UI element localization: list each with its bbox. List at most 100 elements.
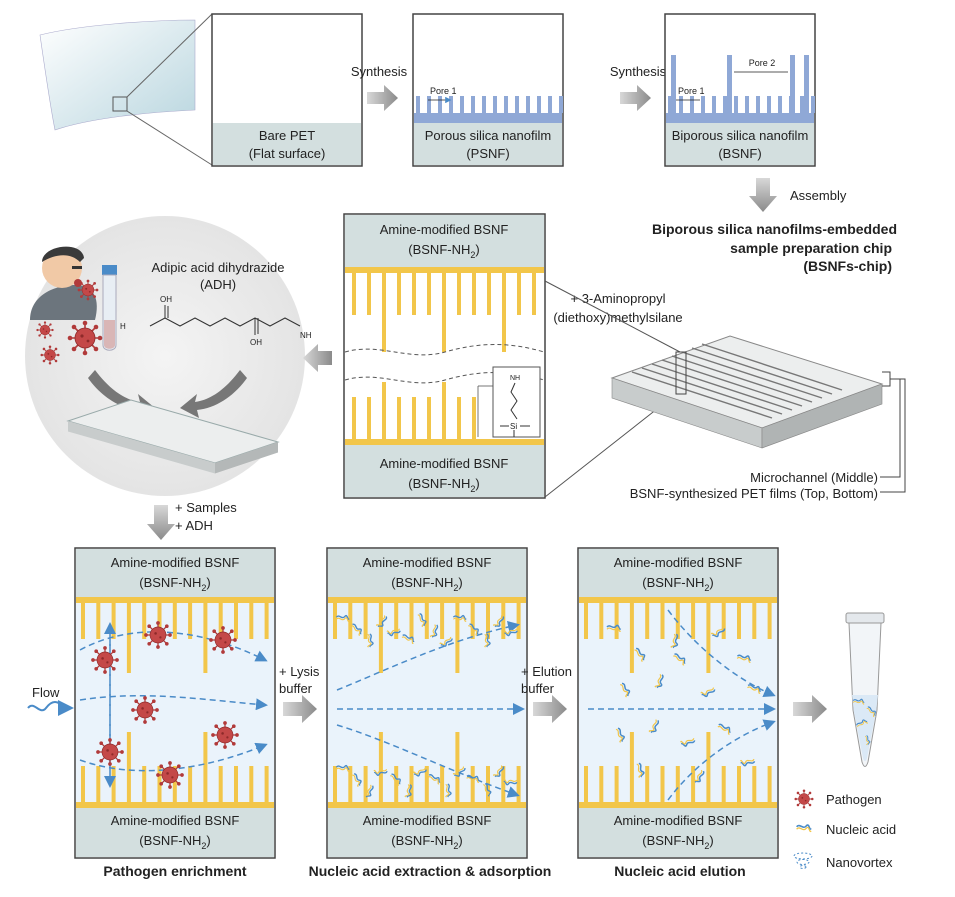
amine-pore-wall	[629, 603, 634, 673]
amine-pore-wall	[660, 766, 665, 802]
amine-pore-wall	[397, 273, 401, 315]
panel-bottom-sublabel: (BSNF-NH2)	[139, 833, 210, 851]
amine-pore-wall	[367, 273, 371, 315]
amine-pore-wall	[455, 603, 460, 673]
flow-wave	[27, 700, 74, 716]
amine-pore-wall	[203, 603, 208, 673]
amine-pore-wall	[363, 603, 368, 639]
amine-pore-wall	[348, 603, 353, 639]
amine-bottom-label: Amine-modified BSNF	[380, 456, 509, 471]
amine-pore-wall	[249, 766, 254, 802]
amine-pore-wall	[584, 766, 588, 802]
sample-tube-icon	[102, 265, 117, 351]
pore-wall	[690, 96, 694, 113]
adh-name: Adipic acid dihydrazide	[152, 260, 285, 275]
pore-wall	[559, 96, 563, 113]
amine-pore-wall	[706, 603, 711, 673]
pet-films-label: BSNF-synthesized PET films (Top, Bottom)	[630, 486, 878, 501]
bare-pet-sublabel: (Flat surface)	[249, 146, 326, 161]
amine-pore-wall	[412, 273, 416, 315]
microchannel-line	[691, 347, 833, 395]
amine-pore-wall	[767, 603, 772, 639]
amine-top-sublabel: (BSNF-NH2)	[408, 242, 479, 260]
amine-pore-wall	[455, 732, 460, 802]
adh-abbrev: (ADH)	[200, 277, 236, 292]
amine-pore-wall	[502, 273, 506, 353]
amine-pore-wall	[675, 766, 680, 802]
pathogen-icon	[143, 620, 173, 650]
amine-pore-wall	[96, 603, 101, 639]
assembly-label: Assembly	[790, 188, 847, 203]
collection-tube-icon	[845, 612, 885, 767]
amine-pore-wall	[394, 766, 399, 802]
amine-pore-wall	[234, 603, 238, 639]
microchannel-label: Microchannel (Middle)	[750, 470, 878, 485]
flow-arrow	[79, 694, 268, 711]
microchannel-line	[631, 371, 773, 419]
amine-pore-wall	[382, 359, 386, 439]
pore-wall	[723, 96, 727, 113]
pet-film-sheet	[39, 13, 213, 166]
flow-arrow	[79, 631, 268, 662]
amine-pore-wall	[517, 273, 521, 315]
panel-bottom-sublabel: (BSNF-NH2)	[391, 833, 462, 851]
amine-pore-wall	[457, 273, 461, 315]
pore-wall	[537, 96, 541, 113]
pore-wall	[504, 96, 508, 113]
amine-pore-wall	[427, 273, 431, 315]
arrow-to-adh	[303, 344, 332, 372]
amine-pore-wall	[81, 766, 85, 802]
pore-wall	[734, 96, 738, 113]
panel-top-sublabel: (BSNF-NH2)	[391, 575, 462, 593]
amine-pore-wall	[470, 766, 475, 802]
bsnf-panel: Pore 2 Pore 1 Biporous silica nanofilm (…	[664, 13, 816, 167]
bsnf-label: Biporous silica nanofilm	[672, 128, 809, 143]
panel-bottom-sublabel: (BSNF-NH2)	[642, 833, 713, 851]
svg-text:Si: Si	[510, 422, 517, 431]
amine-pore-wall	[584, 603, 588, 639]
elution-arrow	[533, 695, 567, 723]
pore-wall	[493, 96, 497, 113]
amine-pore-wall	[427, 397, 431, 439]
amine-pore-wall	[691, 603, 696, 639]
panel-bottom-label: Amine-modified BSNF	[111, 813, 240, 828]
process-panel-2: Amine-modified BSNF(BSNF-NH2)Amine-modif…	[326, 547, 528, 859]
microchannel-line	[671, 355, 813, 403]
pore-wall	[482, 96, 486, 113]
caption-elution: Nucleic acid elution	[614, 863, 745, 879]
amine-bsnf-panel: Amine-modified BSNF (BSNF-NH2) Amine-mod…	[343, 213, 546, 499]
psnf-sublabel: (PSNF)	[466, 146, 509, 161]
pore-wall	[811, 96, 815, 113]
pathogen-icon	[155, 760, 185, 790]
pore-wall	[427, 96, 431, 113]
microchannel-line	[661, 359, 803, 407]
legend-nanovortex-icon	[793, 852, 813, 869]
amine-pore-wall	[157, 603, 162, 639]
amine-pore-wall	[378, 603, 383, 673]
amine-pore-wall	[394, 603, 399, 639]
amine-pore-wall	[424, 603, 429, 639]
caption-pathogen-enrichment: Pathogen enrichment	[103, 863, 246, 879]
flow-arrow	[667, 719, 776, 801]
amine-pore-wall	[424, 766, 429, 802]
nh2-label: NH	[300, 331, 312, 340]
pore-wall	[745, 96, 749, 113]
amine-pore-wall	[264, 766, 269, 802]
bare-pet-panel: Bare PET (Flat surface)	[211, 13, 363, 167]
amine-pore-wall	[516, 603, 521, 639]
amine-pore-wall	[752, 766, 757, 802]
amine-pore-wall	[367, 397, 371, 439]
flow-label: Flow	[32, 685, 60, 700]
amine-pore-wall	[470, 603, 475, 639]
pore-wall	[756, 96, 760, 113]
h2n-label: H	[120, 322, 126, 331]
pore-wall	[460, 96, 464, 113]
panel-top-sublabel: (BSNF-NH2)	[139, 575, 210, 593]
svg-text:NH: NH	[510, 375, 520, 382]
amine-pore-wall	[142, 603, 147, 639]
pathogen-icon	[210, 720, 240, 750]
amine-pore-wall	[188, 766, 193, 802]
amine-pore-wall	[111, 603, 116, 639]
amine-pore-wall	[249, 603, 254, 639]
